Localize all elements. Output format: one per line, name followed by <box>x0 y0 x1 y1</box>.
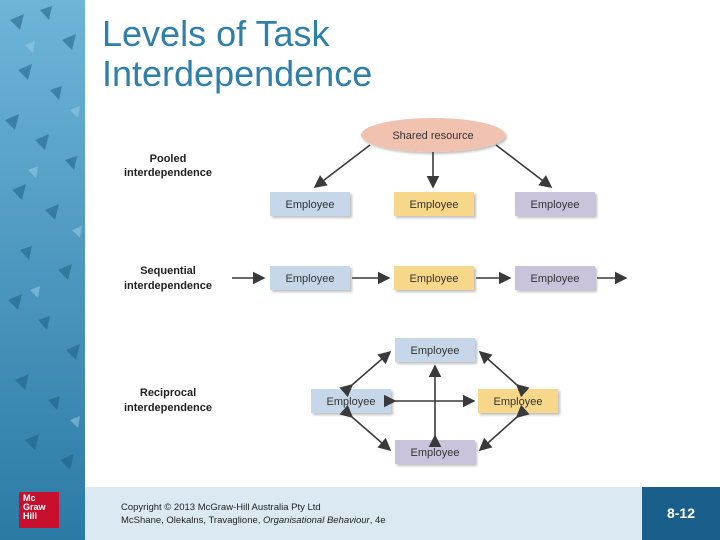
pooled-employee-1 <box>270 192 350 216</box>
reciprocal-arrow-top-left <box>339 350 392 398</box>
copyright-line2: McShane, Olekalns, Travaglione, Organisa… <box>121 514 386 527</box>
pooled-label-line1: Pooled <box>150 153 187 165</box>
interdependence-diagram: Pooled interdependence Sequential interd… <box>124 118 628 464</box>
sequential-label-line1: Sequential <box>140 265 196 277</box>
logo-line2: Graw <box>23 502 46 512</box>
reciprocal-employee-top <box>395 338 475 362</box>
reciprocal-arrow-bottom-right <box>478 404 530 452</box>
sequential-employee-1-label: Employee <box>286 273 335 285</box>
pooled-employee-2 <box>394 192 474 216</box>
copyright-text: Copyright © 2013 McGraw-Hill Australia P… <box>121 501 386 527</box>
pooled-employee-1-label: Employee <box>286 199 335 211</box>
fish-pattern-decoration <box>0 0 85 540</box>
reciprocal-employee-bottom-label: Employee <box>411 447 460 459</box>
pooled-arrow-right <box>495 144 553 188</box>
reciprocal-employee-left-label: Employee <box>327 396 376 408</box>
sequential-employee-1 <box>270 266 350 290</box>
reciprocal-arrow-bottom-left <box>339 404 392 452</box>
sequential-employee-3-label: Employee <box>531 273 580 285</box>
reciprocal-label-line1: Reciprocal <box>140 387 196 399</box>
reciprocal-employee-top-label: Employee <box>411 345 460 357</box>
logo-line3: Hill <box>23 511 38 521</box>
sequential-label-line2: interdependence <box>124 280 212 292</box>
title-line1: Levels of Task <box>102 13 330 54</box>
logo-line1: Mc <box>23 493 36 503</box>
title-line2: Interdependence <box>102 53 373 94</box>
pooled-employee-3 <box>515 192 595 216</box>
copyright-line1: Copyright © 2013 McGraw-Hill Australia P… <box>121 502 321 513</box>
decorative-sidebar: Mc Graw Hill <box>0 0 85 540</box>
page-number: 8-12 <box>642 487 720 540</box>
shared-resource-label: Shared resource <box>392 130 473 142</box>
pooled-arrow-left <box>313 144 371 188</box>
copyright-authors: McShane, Olekalns, Travaglione, <box>121 515 264 526</box>
slide-title: Levels of Task Interdependence <box>102 14 372 94</box>
sequential-employee-3 <box>515 266 595 290</box>
reciprocal-employee-right-label: Employee <box>494 396 543 408</box>
pooled-employee-2-label: Employee <box>410 199 459 211</box>
sequential-employee-2-label: Employee <box>410 273 459 285</box>
reciprocal-label-line2: interdependence <box>124 402 212 414</box>
footer-bar: Copyright © 2013 McGraw-Hill Australia P… <box>85 487 642 540</box>
mcgraw-hill-logo: Mc Graw Hill <box>19 492 59 528</box>
pooled-label-line2: interdependence <box>124 167 212 179</box>
shared-resource-node <box>361 118 505 152</box>
copyright-edition: , 4e <box>369 515 386 526</box>
reciprocal-arrow-top-right <box>478 350 530 398</box>
copyright-book-title: Organisational Behaviour <box>263 515 370 526</box>
sequential-employee-2 <box>394 266 474 290</box>
pooled-employee-3-label: Employee <box>531 199 580 211</box>
